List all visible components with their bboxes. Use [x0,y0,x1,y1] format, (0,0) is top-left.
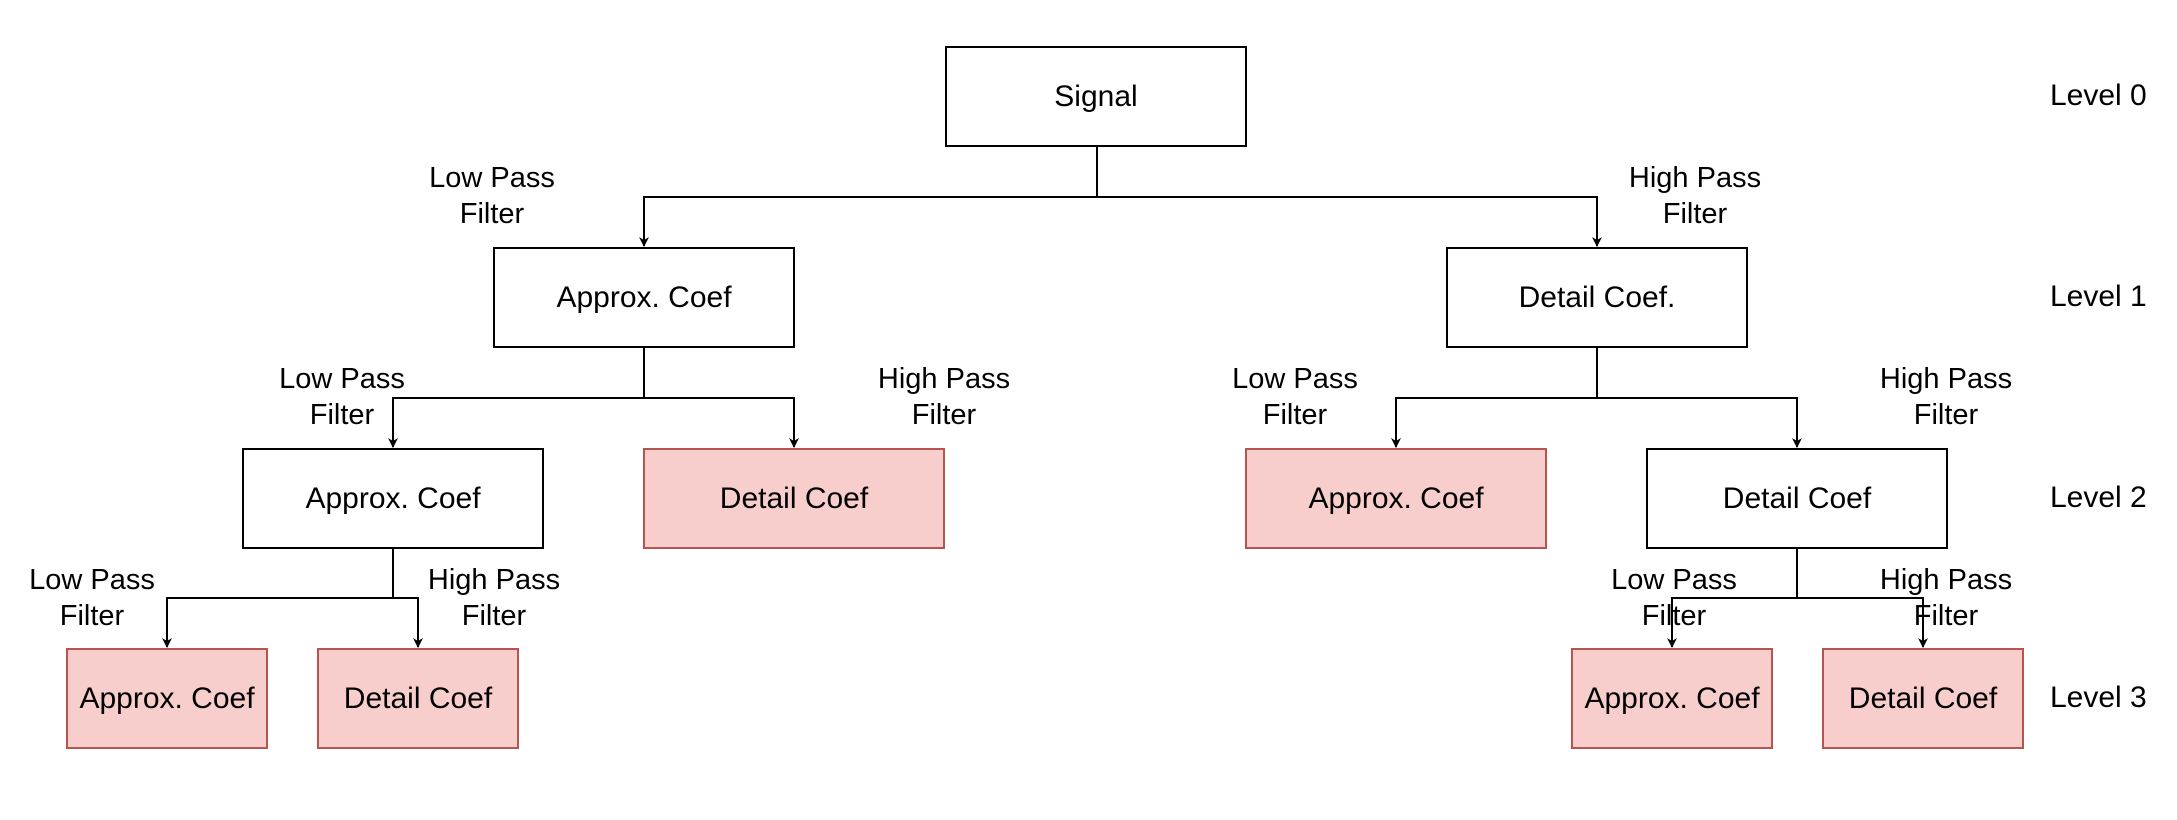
connector-arrow [388,397,644,448]
edge-label-line: Filter [59,600,125,632]
edge-label-line: Low Pass [279,363,405,395]
node-l3-approx-b[interactable]: Approx. Coef [1571,648,1773,749]
edge-label-high-pass: High Pass Filter [878,361,1010,433]
edge-label-low-pass: Low Pass Filter [1611,562,1737,634]
edge-label-line: Low Pass [429,162,555,194]
edge-label-line: Filter [459,198,525,230]
edge-label-line: Filter [911,399,977,431]
edge-label-line: Filter [1262,399,1328,431]
edge-label-high-pass: High Pass Filter [1629,160,1761,232]
edge-label-high-pass: High Pass Filter [428,562,560,634]
level-label-2: Level 2 [2050,481,2147,514]
edge-label-line: Filter [461,600,527,632]
edge-label-low-pass: Low Pass Filter [29,562,155,634]
edge-label-line: High Pass [877,363,1011,395]
node-l1-approx[interactable]: Approx. Coef [493,247,795,348]
edge-label-line: Filter [1913,399,1979,431]
level-label-0: Level 0 [2050,79,2147,112]
edge-label-line: Filter [1913,600,1979,632]
node-l3-detail-a[interactable]: Detail Coef [317,648,519,749]
node-l2-approx-b[interactable]: Approx. Coef [1245,448,1547,549]
node-l2-detail-a[interactable]: Detail Coef [643,448,945,549]
edge-label-line: High Pass [1879,564,2013,596]
edge-label-line: Low Pass [29,564,155,596]
level-label-1: Level 1 [2050,280,2147,313]
connector-arrow [1667,597,1797,648]
connector-arrow [639,196,1097,247]
edge-label-high-pass: High Pass Filter [1880,361,2012,433]
node-signal[interactable]: Signal [945,46,1247,147]
edge-label-line: High Pass [427,564,561,596]
edge-label-line: Low Pass [1611,564,1737,596]
connector-arrow [1391,397,1597,448]
node-l2-detail-b[interactable]: Detail Coef [1646,448,1948,549]
connector-arrow [1797,597,1928,648]
node-l1-detail[interactable]: Detail Coef. [1446,247,1748,348]
edge-label-low-pass: Low Pass Filter [279,361,405,433]
connector-arrow [393,597,423,648]
level-label-3: Level 3 [2050,681,2147,714]
edge-label-low-pass: Low Pass Filter [429,160,555,232]
edge-label-low-pass: Low Pass Filter [1232,361,1358,433]
connector-arrow [644,397,799,448]
edge-label-line: Low Pass [1232,363,1358,395]
edge-label-line: High Pass [1879,363,2013,395]
node-l2-approx-a[interactable]: Approx. Coef [242,448,544,549]
edge-label-line: Filter [1641,600,1707,632]
edge-label-line: Filter [1662,198,1728,230]
edge-label-line: High Pass [1628,162,1762,194]
connector-arrow [162,597,393,648]
edge-label-high-pass: High Pass Filter [1880,562,2012,634]
node-l3-detail-b[interactable]: Detail Coef [1822,648,2024,749]
edge-label-line: Filter [309,399,375,431]
connector-arrow [1097,196,1602,247]
connector-arrow [1597,397,1802,448]
node-l3-approx-a[interactable]: Approx. Coef [66,648,268,749]
